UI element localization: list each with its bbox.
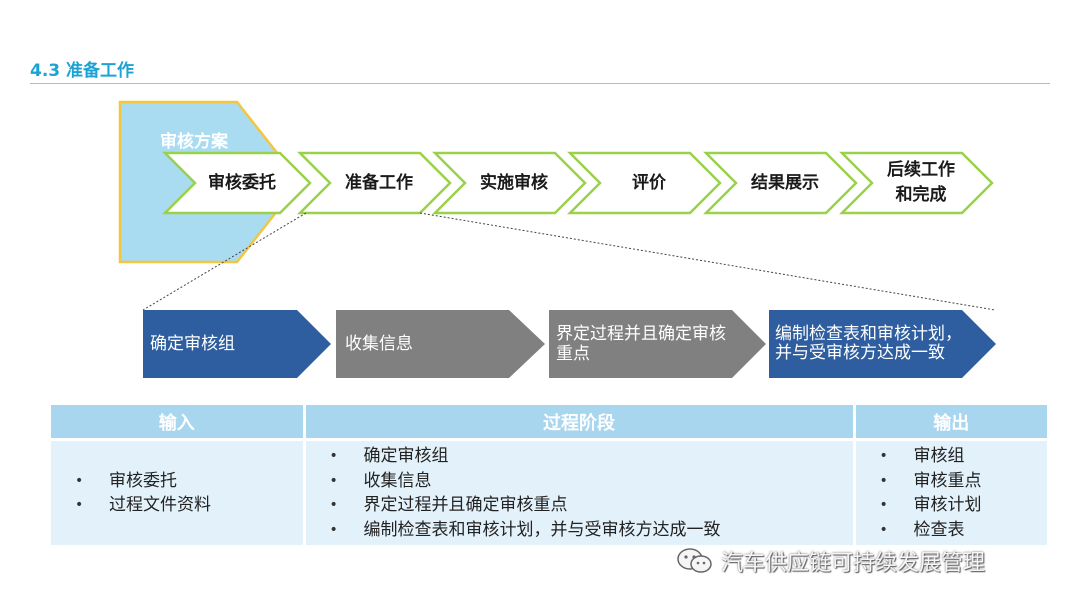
watermark: 汽车供应链可持续发展管理 bbox=[675, 545, 985, 577]
watermark-text: 汽车供应链可持续发展管理 bbox=[721, 551, 986, 576]
output-item: 检查表 bbox=[880, 518, 1048, 543]
sub-step-label-3: 界定过程并且确定审核重点 bbox=[556, 323, 726, 364]
title-divider bbox=[30, 83, 1050, 84]
sub-step-label-1: 确定审核组 bbox=[150, 333, 235, 354]
sub-arrow-1[interactable] bbox=[143, 310, 331, 378]
chevron-step-5[interactable] bbox=[702, 151, 858, 215]
input-cell: 审核委托 过程文件资料 bbox=[51, 439, 304, 545]
header-output: 输出 bbox=[852, 405, 1047, 441]
header-process: 过程阶段 bbox=[302, 405, 854, 441]
input-list: 审核委托 过程文件资料 bbox=[51, 469, 303, 518]
wechat-icon bbox=[677, 548, 712, 573]
step-label-3: 实施审核 bbox=[480, 172, 548, 193]
chevron-step-1[interactable] bbox=[161, 151, 312, 215]
output-item: 审核组 bbox=[880, 444, 1048, 469]
chevron-step-6[interactable] bbox=[838, 151, 994, 215]
process-cell: 确定审核组 收集信息 界定过程并且确定审核重点 编制检查表和审核计划，并与受审核… bbox=[302, 439, 854, 545]
step-label-4: 评价 bbox=[632, 172, 666, 193]
zoom-line-right bbox=[419, 212, 996, 311]
sub-arrow-4[interactable] bbox=[769, 310, 996, 378]
step-label-2: 准备工作 bbox=[345, 172, 413, 193]
step-label-1: 审核委托 bbox=[208, 172, 276, 193]
chevron-step-3[interactable] bbox=[431, 151, 587, 215]
output-item: 审核计划 bbox=[880, 493, 1048, 518]
top-chevrons bbox=[161, 151, 994, 215]
sub-step-label-2: 收集信息 bbox=[345, 333, 413, 354]
step-label-5: 结果展示 bbox=[751, 172, 819, 193]
input-item: 过程文件资料 bbox=[75, 493, 303, 518]
process-item: 编制检查表和审核计划，并与受审核方达成一致 bbox=[330, 518, 853, 543]
output-list: 审核组 审核重点 审核计划 检查表 bbox=[856, 444, 1048, 542]
process-list: 确定审核组 收集信息 界定过程并且确定审核重点 编制检查表和审核计划，并与受审核… bbox=[306, 444, 853, 542]
output-cell: 审核组 审核重点 审核计划 检查表 bbox=[852, 439, 1048, 545]
sub-arrows bbox=[143, 310, 996, 378]
header-input: 输入 bbox=[51, 405, 304, 441]
process-item: 确定审核组 bbox=[330, 444, 853, 469]
sub-arrow-2[interactable] bbox=[336, 310, 545, 378]
output-item: 审核重点 bbox=[880, 469, 1048, 494]
summary-table: 输入 过程阶段 输出 审核委托 过程文件资料 确定审核组 收集信息 界定过程并且… bbox=[51, 405, 1047, 545]
process-item: 收集信息 bbox=[330, 469, 853, 494]
step-label-6: 后续工作 和完成 bbox=[887, 160, 955, 205]
sub-arrow-3[interactable] bbox=[549, 310, 766, 378]
process-item: 界定过程并且确定审核重点 bbox=[330, 493, 853, 518]
sub-step-label-4: 编制检查表和审核计划，并与受审核方达成一致 bbox=[775, 323, 962, 363]
chevron-step-4[interactable] bbox=[566, 151, 722, 215]
input-item: 审核委托 bbox=[75, 469, 303, 494]
table-header-row: 输入 过程阶段 输出 bbox=[51, 405, 1047, 441]
table-row: 审核委托 过程文件资料 确定审核组 收集信息 界定过程并且确定审核重点 编制检查… bbox=[51, 439, 1048, 545]
audit-program-label: 审核方案 bbox=[160, 132, 228, 152]
page-title: 4.3 准备工作 bbox=[30, 61, 135, 81]
